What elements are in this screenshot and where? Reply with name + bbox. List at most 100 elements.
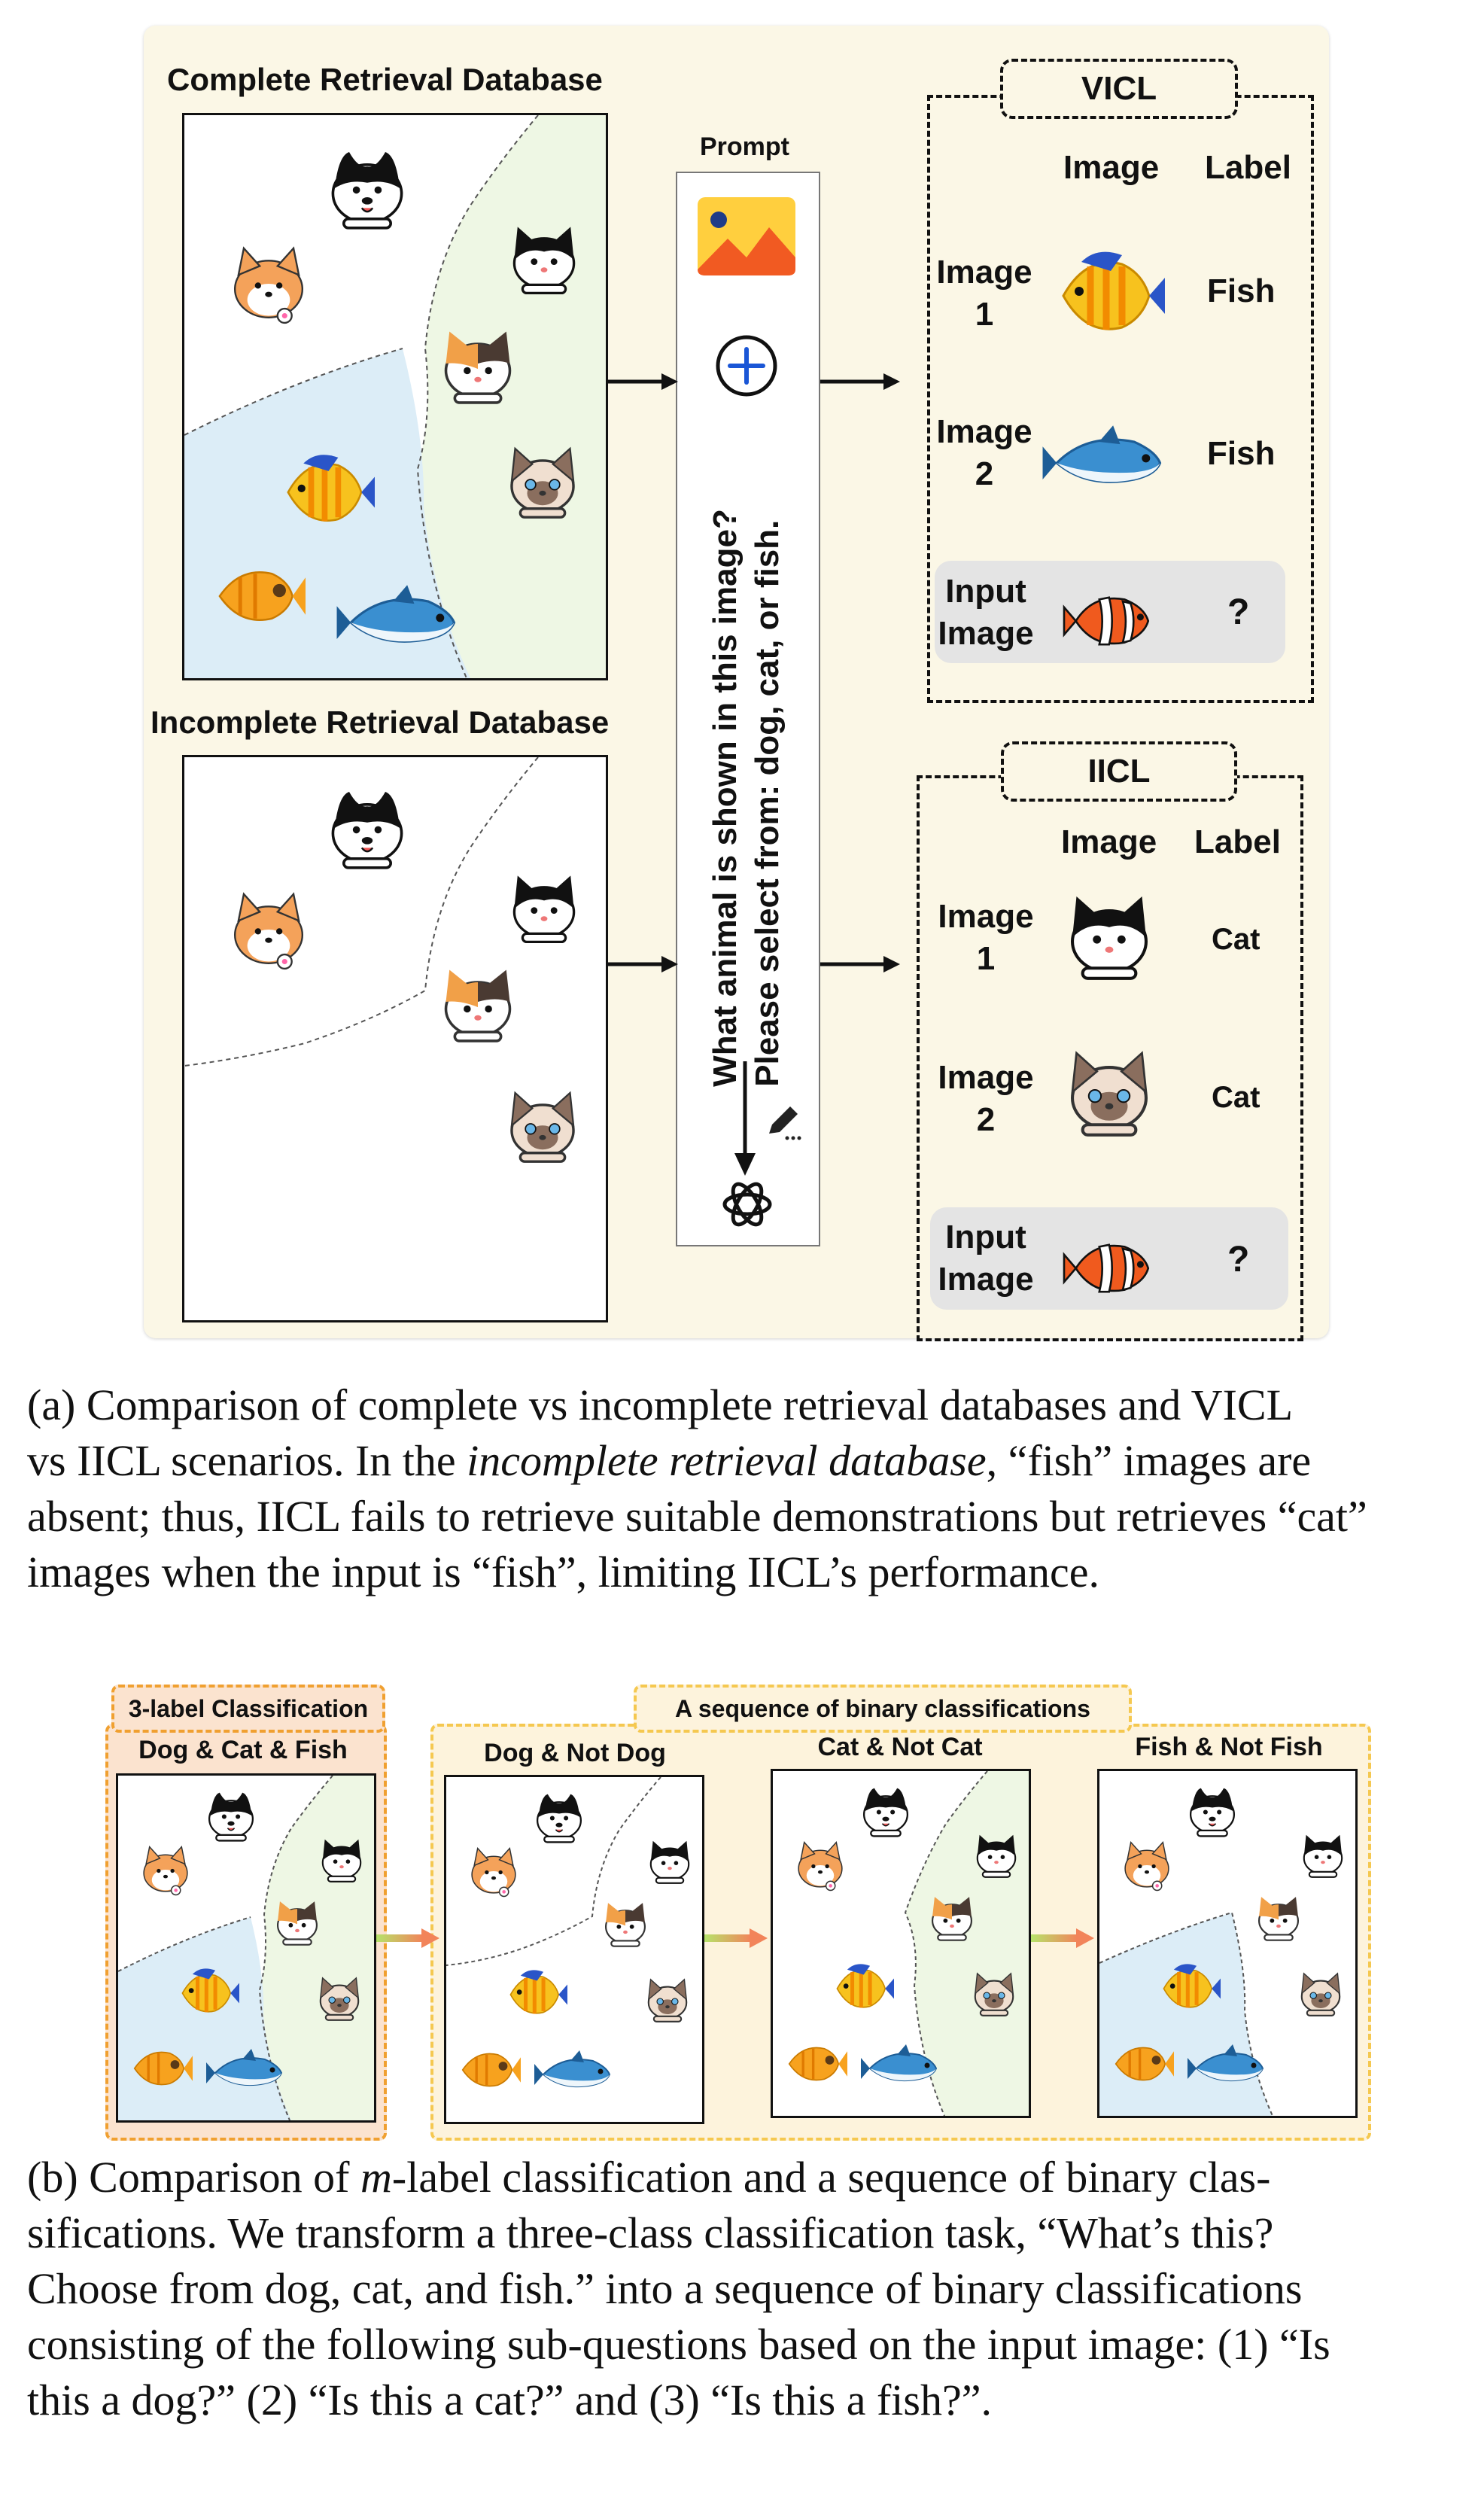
pencil-icon [769,1106,801,1140]
caption-a-line3: absent; thus, IICL fails to retrieve sui… [27,1492,1367,1541]
shiba-mini-icon [798,1840,843,1892]
calico-mini-icon [277,1901,318,1946]
caption-a: (a) Comparison of complete vs incomplete… [27,1377,1367,1600]
arrow-prompt-to-iicl [820,956,900,972]
tuna-mini-icon [206,2049,283,2086]
siamese-mini-icon [974,1972,1014,2016]
vicl-col-label: Label [1205,149,1291,186]
plus-circle-icon [716,335,777,397]
iicl-input-label: ? [1227,1240,1250,1280]
yfish-mini-icon [1163,1964,1221,2008]
caption-b-line3: Choose from dog, cat, and fish.” into a … [27,2264,1303,2313]
shiba-dog-icon [233,246,304,324]
caption-b-line4: consisting of the following sub-question… [27,2320,1330,2369]
calico-mini-icon [1258,1897,1299,1941]
prompt-title: Prompt [700,132,789,161]
iicl-title-box: IICL [1001,741,1237,802]
caption-b-line2: sifications. We transform a three-class … [27,2208,1274,2257]
ofish-mini-icon [1115,2047,1174,2081]
vicl-image1-fish-icon [1062,251,1165,330]
shiba-mini-icon [471,1846,516,1898]
black-cat-icon [512,227,576,295]
calico-mini-icon [932,1897,972,1941]
ofish-mini-icon [788,2047,847,2081]
siamese-mini-icon [319,1977,360,2021]
arrow-complete-to-prompt [606,373,678,390]
panel-title-dog-cat-fish: Dog & Cat & Fish [138,1736,348,1764]
panel-title-cat-not-cat: Cat & Not Cat [817,1733,983,1761]
tuna-mini-icon [534,2050,611,2088]
prompt-text-line2: Please select from: dog, cat, or fish. [749,519,786,1087]
down-arrow [734,1061,756,1176]
caption-a-line1: (a) Comparison of complete vs incomplete… [27,1380,1293,1429]
caption-a-line4: images when the input is “fish”, limitin… [27,1548,1099,1596]
husky-mini-icon [208,1792,254,1842]
yfish-mini-icon [836,1964,894,2008]
iicl-image2-cat-icon [1071,1051,1148,1137]
iicl-input-clownfish-icon [1063,1243,1150,1293]
ofish-mini-icon [133,2051,193,2086]
arrow-prompt-to-vicl [820,373,900,390]
siamese-cat-icon [510,446,575,519]
caption-b-line1: (b) Comparison of m-label classification… [27,2153,1271,2202]
blackcat-mini-icon [976,1834,1017,1878]
husky-mini-icon [1189,1788,1236,1837]
iicl-col-label: Label [1194,823,1281,860]
shiba-mini-icon [143,1845,188,1896]
prompt-text-line1: What animal is shown in this image? [707,509,744,1087]
vicl-title-box: VICL [1000,59,1238,119]
yfish-mini-icon [181,1968,239,2013]
yellow-fish-icon [287,455,375,522]
iicl-row1-label: Cat [1212,923,1260,956]
blackcat-mini-icon [649,1840,690,1884]
vicl-col-image: Image [1063,149,1160,186]
vicl-input-label: ? [1227,592,1250,632]
iicl-title: IICL [1087,753,1151,790]
tuna-mini-icon [1188,2044,1264,2082]
iicl-col-image: Image [1061,823,1157,860]
caption-a-line2: vs IICL scenarios. In the incomplete ret… [27,1436,1312,1485]
shiba-dog-icon [233,892,304,970]
orange-fish-icon [218,571,306,621]
tuna-fish-icon [336,585,456,643]
three-label-title: 3-label Classification [128,1694,369,1722]
chatbot-logo-icon [722,1182,772,1227]
shiba-mini-icon [1124,1840,1169,1892]
arrow-b1 [376,1928,439,1948]
sequence-title: A sequence of binary classifications [675,1694,1090,1722]
yfish-mini-icon [509,1970,567,2014]
vicl-row1-label: Fish [1207,272,1276,309]
husky-mini-icon [536,1794,582,1843]
vicl-input-clownfish-icon [1063,596,1150,646]
caption-b: (b) Comparison of m-label classification… [27,2150,1330,2428]
panel-title-fish-not-fish: Fish & Not Fish [1135,1733,1323,1761]
sequence-title-box: A sequence of binary classifications [634,1685,1132,1733]
complete-db-title: Complete Retrieval Database [167,62,603,97]
arrow-b2 [704,1928,768,1948]
vicl-title: VICL [1081,70,1157,107]
blackcat-mini-icon [321,1839,362,1882]
panel-title-dog-not-dog: Dog & Not Dog [484,1739,666,1767]
siamese-mini-icon [647,1978,688,2022]
incomplete-db-title: Incomplete Retrieval Database [151,705,610,740]
iicl-image1-cat-icon [1071,896,1148,980]
three-label-title-box: 3-label Classification [111,1685,385,1733]
calico-cat-icon [444,969,512,1042]
ofish-mini-icon [461,2053,521,2087]
calico-cat-icon [444,331,512,404]
husky-mini-icon [862,1788,909,1837]
tuna-mini-icon [861,2044,938,2082]
arrow-b3 [1031,1928,1094,1948]
siamese-cat-icon [510,1091,575,1163]
siamese-mini-icon [1300,1972,1341,2016]
husky-dog-icon [331,792,403,869]
blackcat-mini-icon [1303,1834,1343,1878]
caption-b-line5: this a dog?” (2) “Is this a cat?” and (3… [27,2376,992,2424]
vicl-row2-label: Fish [1207,435,1276,472]
image-icon [698,197,795,275]
